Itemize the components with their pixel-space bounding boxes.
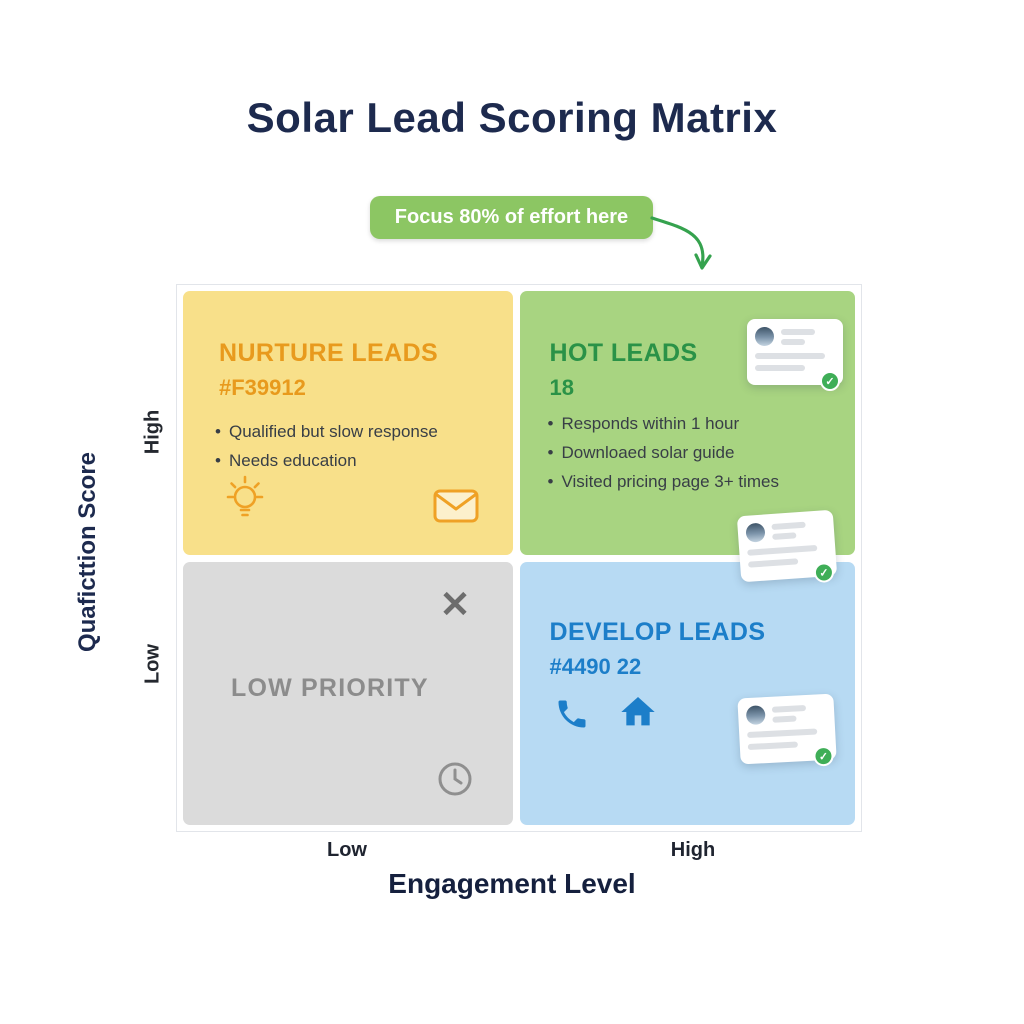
hot-code: 18 xyxy=(549,375,574,400)
bullet-item: Responds within 1 hour xyxy=(546,409,780,438)
quadrant-nurture-leads: NURTURE LEADS #F39912 Qualified but slow… xyxy=(183,291,513,555)
x-axis-high-label: High xyxy=(670,839,716,861)
contact-card: ✓ xyxy=(737,693,837,767)
bullet-item: Visited pricing page 3+ times xyxy=(546,467,779,496)
contact-card: ✓ xyxy=(746,319,843,391)
home-icon xyxy=(620,696,655,725)
develop-title: DEVELOP LEADS xyxy=(549,617,766,646)
envelope-icon xyxy=(433,489,478,523)
y-axis-title: Quaficttion Score xyxy=(74,451,101,653)
x-axis-low-label: Low xyxy=(327,839,367,861)
nurture-title: NURTURE LEADS xyxy=(219,339,439,367)
quadrant-develop-leads: DEVELOP LEADS #4490 22 ✓ xyxy=(519,561,855,825)
develop-code: #4490 22 xyxy=(549,653,642,679)
page-title: Solar Lead Scoring Matrix xyxy=(246,94,778,141)
check-badge-icon: ✓ xyxy=(819,371,840,391)
nurture-bullets: Qualified but slow response Needs educat… xyxy=(213,417,438,475)
avatar xyxy=(745,522,766,543)
clock-icon xyxy=(438,762,471,796)
low-priority-title: LOW PRIORITY xyxy=(231,673,429,702)
lightbulb-icon xyxy=(226,475,264,517)
bullet-item: Qualified but slow response xyxy=(213,417,438,446)
hot-bullets: Responds within 1 hour Downloaed solar g… xyxy=(546,409,780,496)
y-axis-low-label: Low xyxy=(141,644,164,684)
quadrant-low-priority: ✕ LOW PRIORITY xyxy=(183,561,513,825)
hot-title: HOT LEADS xyxy=(549,339,698,367)
bullet-item: Needs education xyxy=(213,446,438,475)
x-axis-title: Engagement Level xyxy=(388,868,636,899)
nurture-code: #F39912 xyxy=(219,375,306,400)
contact-card: ✓ xyxy=(736,509,838,584)
check-badge-icon: ✓ xyxy=(812,745,834,767)
callout-arrow-icon xyxy=(650,216,712,270)
bullet-item: Downloaed solar guide xyxy=(546,438,780,467)
y-axis-high-label: High xyxy=(141,409,164,455)
matrix-grid: NURTURE LEADS #F39912 Qualified but slow… xyxy=(176,284,862,832)
focus-callout-label: Focus 80% of effort here xyxy=(394,206,629,228)
quadrant-hot-leads: HOT LEADS 18 Responds within 1 hour Down… xyxy=(519,291,855,584)
avatar xyxy=(754,327,774,346)
focus-callout-badge: Focus 80% of effort here xyxy=(370,196,653,239)
phone-icon xyxy=(558,700,585,727)
avatar xyxy=(745,704,766,725)
x-icon: ✕ xyxy=(439,583,471,625)
